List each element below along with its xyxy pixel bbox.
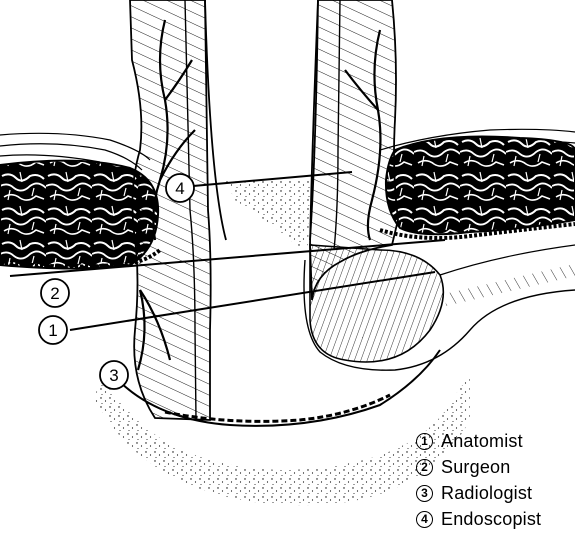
legend-label: Anatomist — [441, 431, 523, 452]
marker-3-number: 3 — [109, 366, 118, 385]
legend-number: 3 — [416, 485, 433, 502]
legend-item-endoscopist: 4 Endoscopist — [416, 506, 574, 532]
legend-number: 2 — [416, 459, 433, 476]
legend-label: Surgeon — [441, 457, 510, 478]
marker-2-number: 2 — [50, 284, 59, 303]
marker-1-number: 1 — [48, 321, 57, 340]
legend-number: 4 — [416, 511, 433, 528]
legend-label: Endoscopist — [441, 509, 541, 530]
marker-4: 4 — [166, 174, 194, 202]
legend-item-surgeon: 2 Surgeon — [416, 454, 574, 480]
right-levator-muscle — [380, 137, 575, 239]
marker-2: 2 — [41, 279, 69, 307]
marker-1: 1 — [39, 316, 67, 344]
marker-3: 3 — [100, 361, 128, 389]
legend: 1 Anatomist 2 Surgeon 3 Radiologist 4 En… — [416, 428, 574, 532]
legend-number: 1 — [416, 433, 433, 450]
legend-item-anatomist: 1 Anatomist — [416, 428, 574, 454]
legend-item-radiologist: 3 Radiologist — [416, 480, 574, 506]
marker-4-number: 4 — [175, 179, 184, 198]
legend-label: Radiologist — [441, 483, 532, 504]
